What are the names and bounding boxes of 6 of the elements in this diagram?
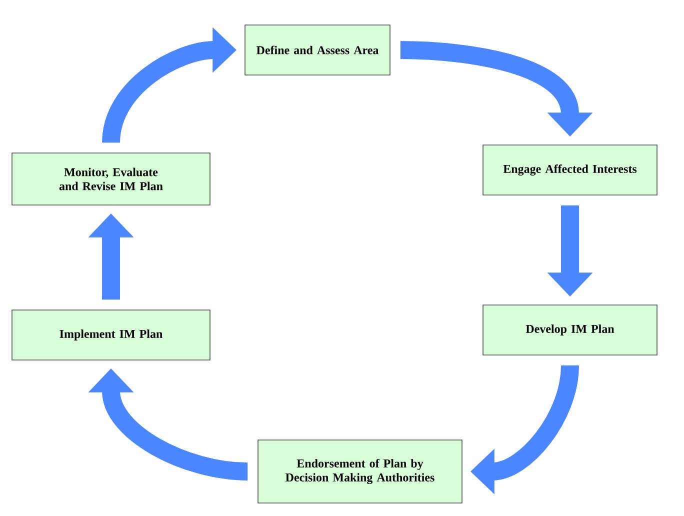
process-box: Implement IM Plan bbox=[12, 310, 210, 360]
process-box: Develop IM Plan bbox=[482, 304, 658, 356]
process-box: Monitor, Evaluate and Revise IM Plan bbox=[12, 152, 210, 206]
process-box: Endorsement of Plan by Decision Making Authorities bbox=[258, 440, 462, 504]
process-box: Engage Affected Interests bbox=[482, 144, 658, 196]
process-box: Define and Assess Area bbox=[244, 24, 390, 76]
